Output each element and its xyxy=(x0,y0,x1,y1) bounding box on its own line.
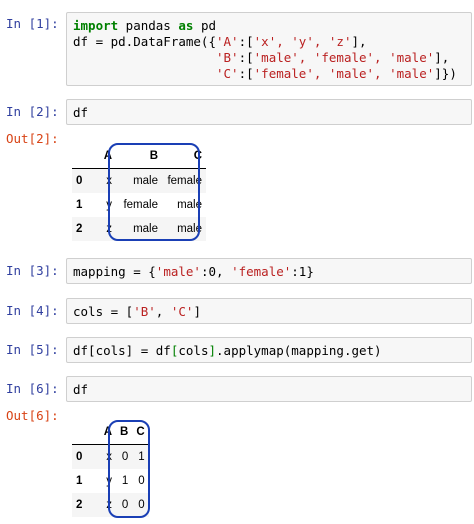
values-b: 'male', 'female', 'male' xyxy=(253,50,435,65)
close-b: ], xyxy=(434,50,450,65)
table-cell: y xyxy=(106,475,112,487)
table-row: 2 z 0 0 xyxy=(72,493,149,517)
table-row: 1 y 1 0 xyxy=(72,469,149,493)
row-index: 1 xyxy=(76,475,83,487)
table-cell: 0 xyxy=(121,499,129,511)
index-header xyxy=(72,420,94,445)
index-header xyxy=(72,144,94,169)
row-index: 0 xyxy=(76,175,83,187)
key-female: 'female' xyxy=(231,264,292,279)
row-index: 0 xyxy=(76,451,83,463)
in-prompt-3: In [3]: xyxy=(6,263,59,278)
dataframe-output-1: A B C 0 x male female 1 y female male 2 … xyxy=(72,144,206,241)
values-a: 'x', 'y', 'z' xyxy=(253,34,352,49)
out-prompt-6: Out[6]: xyxy=(6,408,59,423)
values-c: 'female', 'male', 'male' xyxy=(253,66,435,81)
table-header-row: A B C xyxy=(72,144,206,169)
column-header-b: B xyxy=(116,144,162,169)
cols-assign: cols = [ xyxy=(73,304,134,319)
table-cell: x xyxy=(106,175,112,187)
cols-ref: cols xyxy=(178,343,209,358)
applymap-call: .applymap(mapping.get) xyxy=(216,343,382,358)
code-block-1: import pandas as pd df = pd.DataFrame({'… xyxy=(73,18,465,82)
row-index: 2 xyxy=(76,499,83,511)
code-input-3[interactable]: mapping = {'male':0, 'female':1} xyxy=(66,258,472,284)
code-input-2[interactable]: df xyxy=(66,99,472,125)
table-cell: 0 xyxy=(138,499,145,511)
table-cell: z xyxy=(106,223,112,235)
comma: , xyxy=(155,304,171,319)
in-prompt-2: In [2]: xyxy=(6,104,59,119)
column-header-c: C xyxy=(132,420,149,445)
colon-b: :[ xyxy=(238,50,254,65)
table-row: 0 x male female xyxy=(72,168,206,193)
module-name: pandas xyxy=(118,18,179,33)
bracket-close: ] xyxy=(193,304,201,319)
table-cell: x xyxy=(106,451,112,463)
table-cell: 0 xyxy=(121,451,129,463)
bracket-close: ] xyxy=(208,343,217,358)
column-header-a: A xyxy=(94,420,116,445)
table-cell: 0 xyxy=(138,475,145,487)
table-cell: z xyxy=(106,499,112,511)
table-cell: y xyxy=(106,199,112,211)
code-block-3: mapping = {'male':0, 'female':1} xyxy=(73,264,465,280)
dataframe-output-2: A B C 0 x 0 1 1 y 1 0 2 z 0 0 xyxy=(72,420,149,517)
row-index: 1 xyxy=(76,199,83,211)
module-alias: pd xyxy=(193,18,217,33)
table-cell: female xyxy=(123,199,158,211)
close-c: ]}) xyxy=(434,66,457,81)
value-female: :1} xyxy=(291,264,314,279)
code-block-2: df xyxy=(73,105,89,120)
code-input-6[interactable]: df xyxy=(66,376,472,402)
indent-c xyxy=(73,66,216,81)
key-a: 'A' xyxy=(216,34,239,49)
bracket-open: [ xyxy=(170,343,179,358)
table-row: 1 y female male xyxy=(72,193,206,217)
dataframe-call: df = pd.DataFrame({ xyxy=(73,34,216,49)
code-block-4: cols = ['B', 'C'] xyxy=(73,304,465,320)
close-a: ], xyxy=(351,34,367,49)
table-cell: 1 xyxy=(121,475,129,487)
colon-c: :[ xyxy=(238,66,254,81)
assign-lhs: df[cols] = df xyxy=(73,343,171,358)
col-c: 'C' xyxy=(170,304,194,319)
value-male: :0, xyxy=(200,264,232,279)
key-c: 'C' xyxy=(216,66,239,81)
in-prompt-1: In [1]: xyxy=(6,16,59,31)
key-b: 'B' xyxy=(216,50,239,65)
keyword-as: as xyxy=(178,18,194,33)
table-header-row: A B C xyxy=(72,420,149,445)
table-row: 0 x 0 1 xyxy=(72,444,149,469)
in-prompt-4: In [4]: xyxy=(6,303,59,318)
code-input-4[interactable]: cols = ['B', 'C'] xyxy=(66,298,472,324)
keyword-import: import xyxy=(73,18,119,33)
table-cell: male xyxy=(133,175,158,187)
col-b: 'B' xyxy=(133,304,156,319)
mapping-assign: mapping = { xyxy=(73,264,156,279)
table-cell: male xyxy=(177,199,202,211)
table-cell: male xyxy=(133,223,158,235)
code-input-1[interactable]: import pandas as pd df = pd.DataFrame({'… xyxy=(66,12,472,86)
code-input-5[interactable]: df[cols] = df[cols].applymap(mapping.get… xyxy=(66,337,472,363)
column-header-a: A xyxy=(94,144,116,169)
code-block-5: df[cols] = df[cols].applymap(mapping.get… xyxy=(73,343,465,359)
code-block-6: df xyxy=(73,382,89,397)
table-cell: 1 xyxy=(138,451,145,463)
column-header-b: B xyxy=(116,420,133,445)
table-row: 2 z male male xyxy=(72,217,206,241)
row-index: 2 xyxy=(76,223,83,235)
colon-a: :[ xyxy=(238,34,254,49)
column-header-c: C xyxy=(162,144,206,169)
indent-b xyxy=(73,50,216,65)
out-prompt-2: Out[2]: xyxy=(6,131,59,146)
table-cell: female xyxy=(167,175,202,187)
key-male: 'male' xyxy=(155,264,201,279)
in-prompt-6: In [6]: xyxy=(6,381,59,396)
in-prompt-5: In [5]: xyxy=(6,342,59,357)
table-cell: male xyxy=(177,223,202,235)
